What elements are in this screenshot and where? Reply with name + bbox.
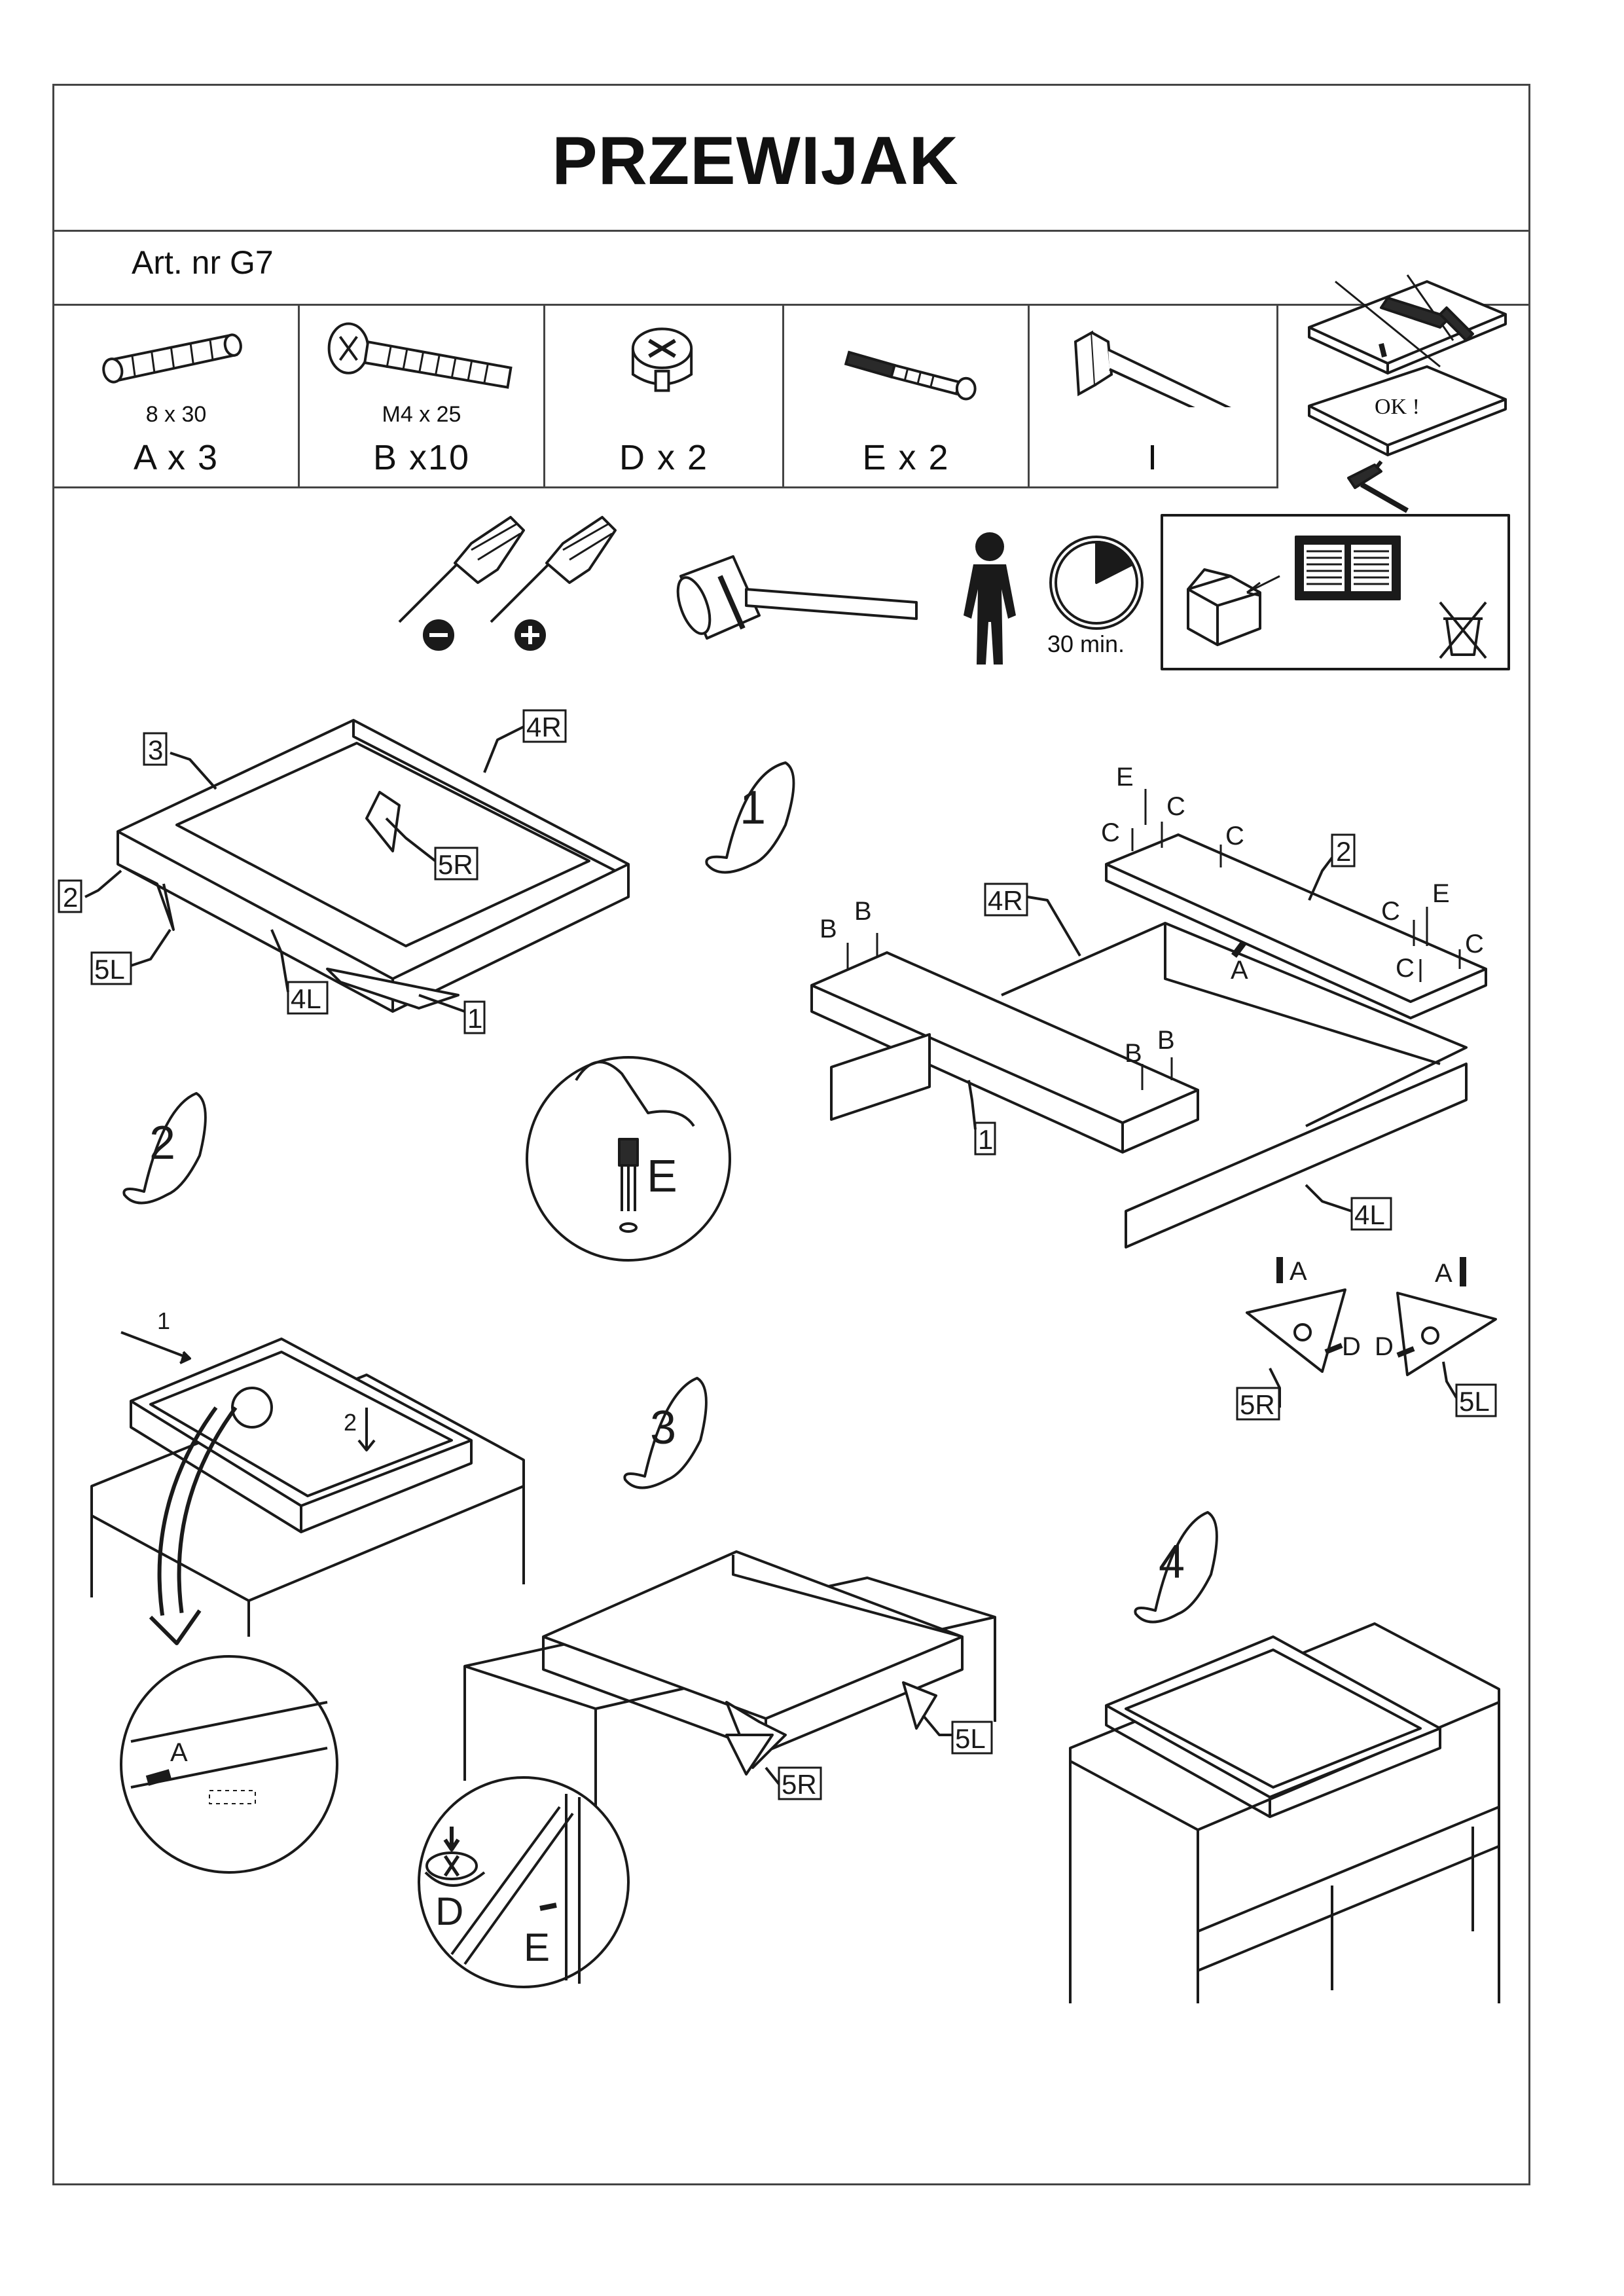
label-5r-step1: 5R (438, 849, 473, 880)
step-4-icon (1134, 1511, 1218, 1624)
part-cell-i: I (1030, 304, 1276, 486)
assembly-time: 30 min. (1047, 630, 1125, 657)
hammer-warning-icon (1308, 274, 1507, 513)
step-number-3: 3 (650, 1402, 676, 1454)
no-trash-icon (1439, 601, 1487, 659)
part-size-a: 8 x 30 (145, 402, 207, 427)
part-cell-d: D x 2 (545, 304, 784, 486)
dowel-icon (102, 333, 242, 384)
step1-right-assembly (810, 833, 1487, 1248)
parts-table: 8 x 30 A x 3 M4 x 25 B x10 D x 2 (54, 304, 1278, 488)
label-c-3: C (1225, 822, 1244, 850)
screw-markers (846, 789, 1461, 1090)
label-4l-step1: 4L (291, 983, 321, 1014)
bracket-5r (1246, 1257, 1346, 1373)
label-c-2: C (1166, 792, 1185, 821)
arrow-label-2: 2 (344, 1409, 357, 1436)
label-a-detail: A (170, 1738, 188, 1767)
label-4r-top: 4R (526, 712, 562, 742)
label-c-4: C (1381, 897, 1400, 926)
clock-icon (1049, 536, 1144, 630)
part-size-b: M4 x 25 (382, 402, 461, 427)
part-count-d: D x 2 (619, 438, 709, 477)
part-cell-b: M4 x 25 B x10 (300, 304, 545, 486)
label-1-right: 1 (978, 1124, 993, 1155)
title-row: PRZEWIJAK (54, 86, 1528, 232)
detail-circle-de (418, 1776, 630, 1988)
manual-icon (1295, 536, 1401, 600)
step2-placement (90, 1338, 525, 1637)
step-number-4: 4 (1159, 1536, 1185, 1588)
label-2-left: 2 (63, 882, 78, 913)
label-1-left: 1 (467, 1003, 482, 1034)
part-cell-a: 8 x 30 A x 3 (54, 304, 300, 486)
step-2-icon (122, 1092, 207, 1205)
ok-label: OK ! (1375, 395, 1420, 419)
label-c-1: C (1101, 818, 1120, 847)
bolt-icon (327, 322, 513, 389)
label-c-6: C (1396, 954, 1415, 983)
cam-lock-icon (631, 327, 693, 392)
label-d-detail: D (435, 1889, 463, 1933)
page-frame (52, 84, 1530, 2185)
allen-key-icon (1074, 330, 1231, 407)
part-count-e: E x 2 (862, 438, 950, 477)
part-count-i: I (1147, 438, 1159, 477)
label-a-5r: A (1290, 1257, 1307, 1286)
page-title: PRZEWIJAK (552, 122, 959, 199)
label-2-right: 2 (1336, 836, 1351, 867)
part-cell-e: E x 2 (784, 304, 1030, 486)
label-d-5r: D (1342, 1332, 1361, 1361)
bracket-5l (1396, 1257, 1497, 1376)
label-3: 3 (148, 735, 163, 765)
label-5l-step3: 5L (955, 1723, 986, 1754)
label-c-5: C (1465, 930, 1484, 958)
label-e-detail: E (647, 1150, 677, 1201)
screwdriver-flat-icon (398, 516, 525, 623)
step-number-2: 2 (149, 1117, 175, 1169)
label-e-1: E (1116, 763, 1134, 792)
person-icon (964, 532, 1016, 665)
label-d-5l: D (1375, 1332, 1394, 1361)
label-e-2: E (1432, 879, 1450, 908)
screwdriver-cross-icon (490, 516, 617, 623)
article-number: Art. nr G7 (132, 244, 274, 281)
mallet-icon (676, 555, 918, 640)
label-5l-bracket: 5L (1459, 1386, 1490, 1417)
step3-assembly (463, 1550, 996, 1807)
label-b-3: B (1125, 1039, 1142, 1068)
step4-final (1069, 1622, 1500, 2003)
label-4l-right: 4L (1354, 1199, 1385, 1230)
detail-circle-a (120, 1655, 338, 1874)
part-count-a: A x 3 (133, 438, 219, 477)
label-b-2: B (854, 897, 872, 926)
label-4r-right: 4R (988, 885, 1023, 916)
article-row: Art. nr G7 (54, 232, 1528, 306)
cam-bolt-icon (844, 350, 977, 401)
label-a-5l: A (1435, 1259, 1453, 1288)
step-1-icon (705, 761, 795, 874)
package-icon (1187, 568, 1280, 646)
label-5l-step1: 5L (94, 954, 125, 985)
step-3-icon (623, 1377, 708, 1489)
label-a-1: A (1231, 956, 1248, 985)
label-5r-step3: 5R (782, 1769, 817, 1800)
arrow-label-1: 1 (157, 1307, 170, 1334)
detail-circle-e (526, 1056, 731, 1262)
label-b-4: B (1157, 1026, 1175, 1055)
label-e-detail-2: E (524, 1925, 550, 1969)
step-number-1: 1 (740, 782, 766, 834)
part-count-b: B x10 (372, 438, 471, 477)
label-b-1: B (820, 915, 837, 943)
label-5r-bracket: 5R (1240, 1389, 1275, 1420)
